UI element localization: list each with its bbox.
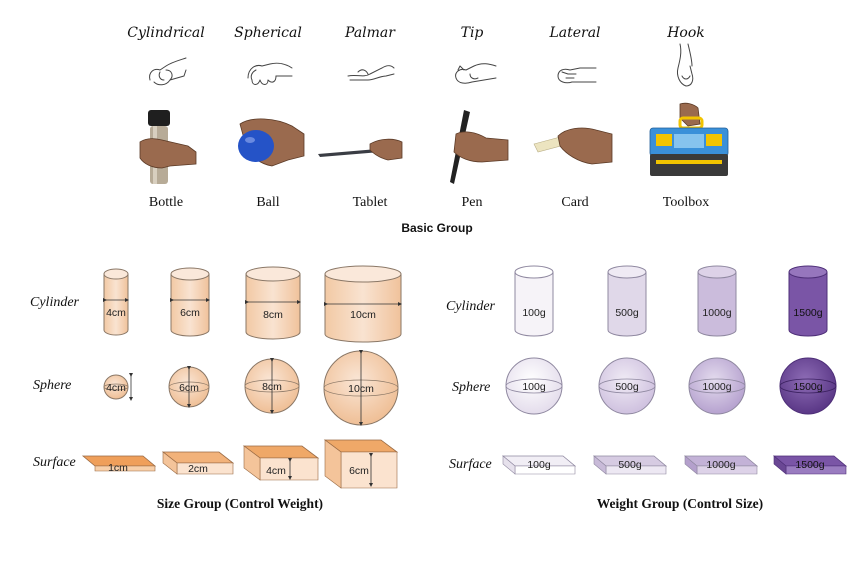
tablet-photo — [318, 138, 403, 161]
size-sphere-label-8cm: 8cm — [262, 381, 282, 393]
size-cylinder-6cm: 6cm — [170, 267, 210, 337]
size-sphere-8cm: 8cm — [244, 358, 300, 414]
size-group-title: Size Group (Control Weight) — [157, 496, 323, 511]
weight-cylinder-label-500g: 500g — [615, 307, 639, 319]
size-sphere-10cm: 10cm — [323, 350, 399, 426]
weight-surface-label-1000g: 1000g — [706, 459, 735, 471]
weight-cylinder-100g: 100g — [514, 265, 554, 337]
weight-cylinder-500g: 500g — [607, 265, 647, 337]
hook-grasp-sketch-icon — [677, 43, 694, 87]
weight-sphere-500g: 500g — [598, 357, 656, 415]
weight-row-label-cylinder: Cylinder — [446, 299, 496, 314]
basic-group-title: Basic Group — [401, 221, 472, 235]
weight-surface-1500g: 1500g — [772, 455, 848, 475]
weight-sphere-1000g: 1000g — [688, 357, 746, 415]
weight-cylinder-1000g: 1000g — [697, 265, 737, 337]
size-row-label-sphere: Sphere — [33, 378, 71, 393]
size-surface-label-2cm: 2cm — [188, 463, 208, 475]
size-row-label-cylinder: Cylinder — [30, 295, 80, 310]
bottle-photo — [139, 110, 197, 184]
size-surface-label-1cm: 1cm — [108, 462, 128, 474]
weight-surface-100g: 100g — [501, 455, 577, 475]
size-surface-6cm: 6cm — [323, 439, 399, 489]
weight-group-title: Weight Group (Control Size) — [597, 496, 763, 511]
weight-sphere-label-500g: 500g — [615, 381, 639, 393]
size-surface-2cm: 2cm — [161, 451, 235, 475]
size-cylinder-label-4cm: 4cm — [106, 307, 126, 319]
weight-row-label-surface: Surface — [449, 457, 492, 472]
object-photos — [139, 102, 729, 184]
weight-cylinder-label-1000g: 1000g — [702, 307, 731, 319]
tip-grasp-sketch-icon — [455, 63, 497, 84]
grasp-title-spherical: Spherical — [234, 25, 302, 41]
weight-sphere-100g: 100g — [505, 357, 563, 415]
object-label-pen: Pen — [462, 195, 483, 210]
size-surface-1cm: 1cm — [81, 455, 157, 474]
size-sphere-4cm: 4cm — [103, 373, 133, 401]
size-cylinder-4cm: 4cm — [103, 268, 129, 336]
object-label-ball: Ball — [256, 195, 279, 210]
object-label-toolbox: Toolbox — [663, 195, 709, 210]
grasp-title-tip: Tip — [461, 25, 484, 41]
lateral-grasp-sketch-icon — [557, 67, 597, 84]
weight-sphere-1500g: 1500g — [779, 357, 837, 415]
object-label-bottle: Bottle — [149, 195, 183, 210]
grasp-title-lateral: Lateral — [548, 25, 600, 41]
grasp-title-palmar: Palmar — [344, 25, 396, 41]
size-sphere-label-4cm: 4cm — [106, 382, 126, 394]
grasp-title-hook: Hook — [666, 25, 705, 41]
weight-surface-500g: 500g — [592, 455, 668, 475]
pen-photo — [450, 110, 509, 184]
weight-group: Cylinder Sphere Surface 100g 500g 1000g … — [446, 265, 848, 511]
grasp-title-cylindrical: Cylindrical — [127, 25, 204, 41]
weight-cylinder-label-100g: 100g — [522, 307, 546, 319]
weight-surface-label-500g: 500g — [618, 459, 642, 471]
size-surface-4cm: 4cm — [242, 445, 320, 481]
weight-surface-label-100g: 100g — [527, 459, 551, 471]
weight-surface-1000g: 1000g — [683, 455, 759, 475]
size-cylinder-10cm: 10cm — [324, 265, 402, 343]
object-label-tablet: Tablet — [353, 195, 388, 210]
size-sphere-label-6cm: 6cm — [179, 382, 199, 394]
card-photo — [533, 127, 613, 165]
size-cylinder-label-6cm: 6cm — [180, 307, 200, 319]
size-sphere-6cm: 6cm — [168, 366, 210, 408]
size-sphere-label-10cm: 10cm — [348, 383, 374, 395]
size-cylinder-label-8cm: 8cm — [263, 309, 283, 321]
palmar-grasp-sketch-icon — [347, 65, 395, 81]
size-cylinder-8cm: 8cm — [245, 266, 301, 340]
weight-sphere-label-1000g: 1000g — [702, 381, 731, 393]
weight-row-label-sphere: Sphere — [452, 380, 490, 395]
size-surface-label-4cm: 4cm — [266, 465, 286, 477]
grasp-sketches — [149, 43, 694, 87]
weight-sphere-label-100g: 100g — [522, 381, 546, 393]
weight-cylinder-label-1500g: 1500g — [793, 307, 822, 319]
weight-sphere-label-1500g: 1500g — [793, 381, 822, 393]
cylindrical-grasp-sketch-icon — [149, 57, 187, 86]
toolbox-photo — [649, 102, 729, 176]
grasp-titles: Cylindrical Spherical Palmar Tip Lateral… — [127, 25, 704, 41]
size-cylinder-label-10cm: 10cm — [350, 309, 376, 321]
size-row-label-surface: Surface — [33, 455, 76, 470]
object-label-card: Card — [561, 195, 588, 210]
spherical-grasp-sketch-icon — [247, 62, 293, 85]
weight-surface-label-1500g: 1500g — [795, 459, 824, 471]
weight-cylinder-1500g: 1500g — [788, 265, 828, 337]
size-surface-label-6cm: 6cm — [349, 465, 369, 477]
object-labels: Bottle Ball Tablet Pen Card Toolbox — [149, 195, 709, 210]
ball-photo — [238, 118, 305, 167]
size-group: Cylinder Sphere Surface 4cm 6cm 8cm 10cm — [30, 265, 402, 511]
